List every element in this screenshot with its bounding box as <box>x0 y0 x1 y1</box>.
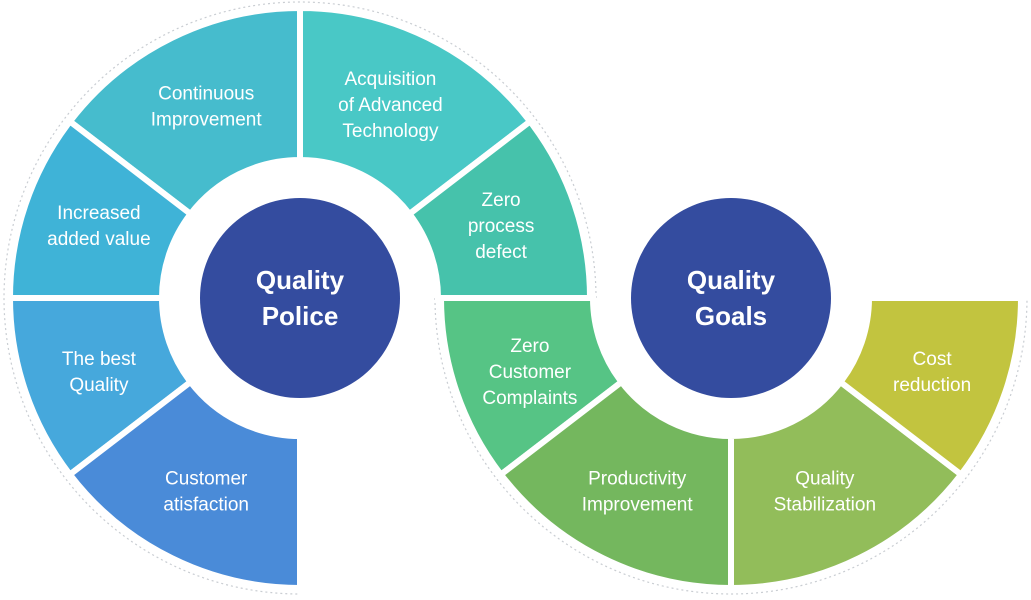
segment-label-line: Increased <box>57 203 140 224</box>
segment-label-line: process <box>468 216 535 237</box>
segment-label-line: Zero <box>510 336 549 357</box>
segment-label-line: of Advanced <box>338 95 443 116</box>
segment-label-line: Zero <box>482 190 521 211</box>
segment-label-cost-reduction: Cost reduction <box>893 349 971 396</box>
segment-customer-satisfaction[interactable]: Customer atisfaction <box>65 377 303 592</box>
segment-label-line: Quality <box>795 468 855 489</box>
left-ring-dotted-outline <box>3 1 597 595</box>
segment-label-line: Customer <box>489 362 572 383</box>
segment-shape-productivity-improvement <box>496 377 734 592</box>
segment-label-line: The best <box>62 349 137 370</box>
segment-label-line: Cost <box>913 349 953 370</box>
segment-label-customer-satisfaction: Customer atisfaction <box>163 468 249 515</box>
segment-label-line: Quality <box>69 375 129 396</box>
segment-label-line: Improvement <box>151 110 263 131</box>
segment-zero-process-defect[interactable]: Zero process defect <box>405 117 594 301</box>
segment-label-line: Productivity <box>588 468 687 489</box>
segment-shape-customer-satisfaction <box>65 377 303 592</box>
left-hub-label-line: Police <box>262 301 339 331</box>
segment-label-line: Improvement <box>582 494 694 515</box>
right-hub-label-line: Quality <box>687 265 776 295</box>
right-hub-label-line: Goals <box>695 301 767 331</box>
segment-cost-reduction[interactable]: Cost reduction <box>836 295 1025 479</box>
segment-label-line: Stabilization <box>774 494 876 515</box>
segment-label-line: Continuous <box>158 84 254 105</box>
segment-label-line: Technology <box>342 121 439 142</box>
right-hub-circle <box>631 198 831 398</box>
segment-label-increased-added-value: Increased added value <box>47 203 151 250</box>
segment-label-line: Customer <box>165 468 248 489</box>
segment-shape-zero-process-defect <box>405 117 594 301</box>
segment-increased-added-value[interactable]: Increased added value <box>6 117 195 301</box>
right-ring-dotted-outline <box>434 297 1028 595</box>
segment-label-line: atisfaction <box>163 494 249 515</box>
segment-label-zero-process-defect: Zero process defect <box>468 190 535 263</box>
dotted-outline-group <box>3 1 1028 595</box>
segment-label-line: Complaints <box>482 388 577 409</box>
segment-label-line: Acquisition <box>344 69 436 90</box>
left-hub-label-line: Quality <box>256 265 345 295</box>
left-hub-circle <box>200 198 400 398</box>
segment-label-line: added value <box>47 229 151 250</box>
segment-label-line: reduction <box>893 375 971 396</box>
segment-shape-cost-reduction <box>836 295 1025 479</box>
segment-label-line: defect <box>475 242 527 263</box>
